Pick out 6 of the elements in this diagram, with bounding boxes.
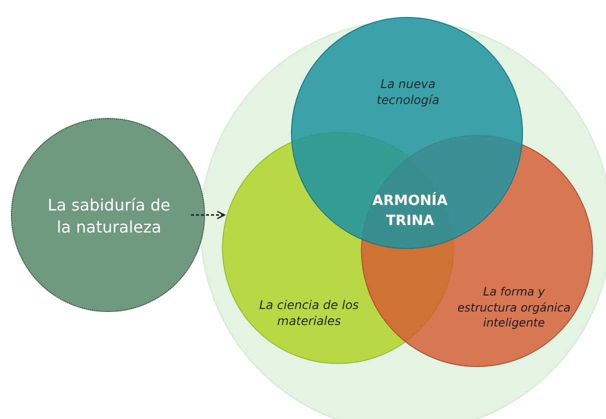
circle-label: La sabiduría de la naturaleza [46,194,172,238]
center-label: ARMONÍA TRINA [371,192,449,231]
arrow [191,210,226,220]
circle-label: La forma y estructura orgánica inteligente [456,284,572,332]
circle-label: La nueva tecnología [376,76,440,108]
circle-label: La ciencia de los materiales [258,296,360,330]
